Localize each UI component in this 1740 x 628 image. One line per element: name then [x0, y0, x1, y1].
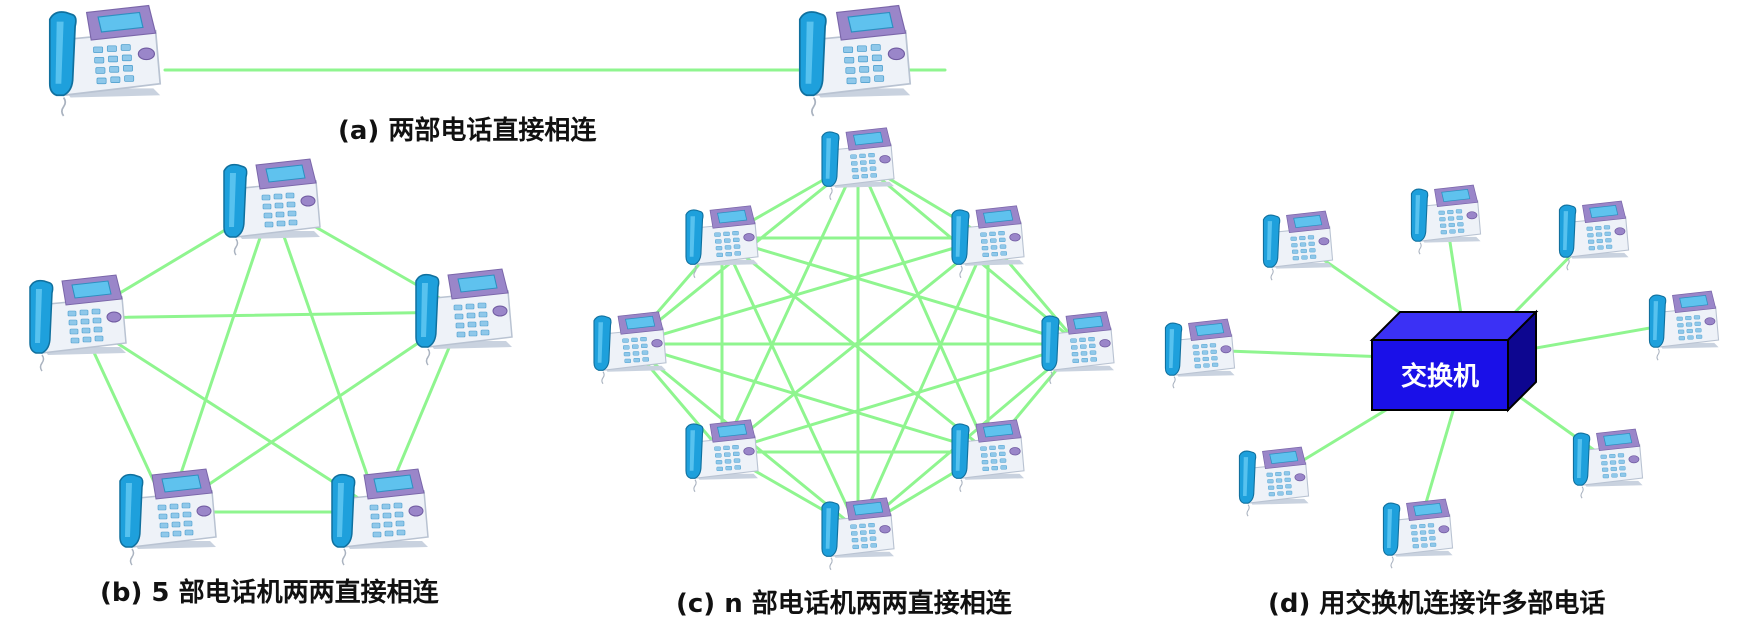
link-c — [856, 158, 990, 454]
phone-icon-c8 — [821, 497, 895, 571]
phone-icon-d5 — [1164, 318, 1236, 389]
phone-icon-c6 — [685, 419, 759, 493]
link-c — [856, 236, 990, 532]
phone-icon-c7 — [951, 419, 1025, 493]
link-c — [628, 236, 990, 346]
link-c — [720, 236, 1080, 346]
phone-icon-a2 — [798, 4, 912, 117]
phone-icon-d4 — [1648, 290, 1720, 361]
link-b — [270, 200, 382, 514]
phone-icon-b5 — [331, 468, 429, 566]
phone-icon-a1 — [48, 4, 162, 117]
caption-a: (a) 两部电话直接相连 — [338, 116, 597, 146]
phone-icon-d1 — [1262, 210, 1334, 281]
phone-icon-d7 — [1572, 428, 1644, 499]
phone-icon-d6 — [1238, 446, 1310, 517]
switch-label: 交换机 — [1401, 361, 1479, 392]
phone-icon-b1 — [223, 158, 321, 256]
caption-b: (b) 5 部电话机两两直接相连 — [100, 578, 439, 608]
phone-icon-b2 — [29, 274, 127, 372]
phone-icon-d3 — [1558, 200, 1630, 271]
phone-icon-b4 — [119, 468, 217, 566]
caption-d: (d) 用交换机连接许多部电话 — [1268, 589, 1606, 619]
link-c — [720, 342, 1080, 454]
link-b — [76, 316, 382, 514]
phone-icon-d2 — [1410, 184, 1482, 255]
phone-icon-b3 — [415, 268, 513, 366]
link-c — [720, 236, 860, 532]
link-c — [720, 158, 860, 454]
phone-icon-d8 — [1382, 498, 1454, 569]
link-b — [76, 310, 466, 320]
caption-c: (c) n 部电话机两两直接相连 — [676, 589, 1012, 619]
link-b — [166, 200, 274, 514]
link-c — [628, 342, 990, 454]
switch-box-icon — [1369, 309, 1539, 413]
link-b — [166, 310, 466, 514]
